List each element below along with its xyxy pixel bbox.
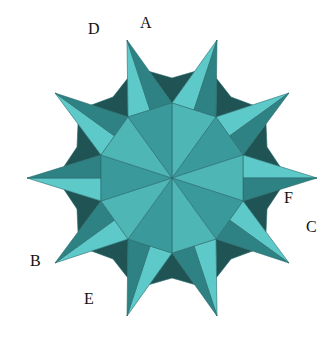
spike-light-facets	[27, 40, 317, 316]
vertex-label: A	[140, 14, 152, 32]
vertex-label: D	[88, 20, 100, 38]
facet	[243, 155, 317, 178]
facet	[128, 103, 172, 178]
facet	[127, 40, 172, 110]
facet	[216, 220, 289, 263]
facet	[55, 93, 128, 136]
center-facets	[101, 103, 243, 253]
facet	[127, 239, 150, 316]
facet	[172, 178, 216, 253]
facet	[55, 201, 115, 263]
spike-dark-facets	[27, 40, 317, 316]
facet	[194, 40, 217, 117]
facet	[27, 178, 101, 201]
facet	[27, 155, 101, 178]
facet	[172, 246, 217, 316]
vertex-label: E	[84, 290, 94, 308]
vertex-label: C	[306, 218, 317, 236]
vertex-label: B	[30, 252, 41, 270]
facet	[230, 93, 290, 155]
vertex-label: F	[284, 189, 293, 207]
facet	[243, 178, 317, 201]
